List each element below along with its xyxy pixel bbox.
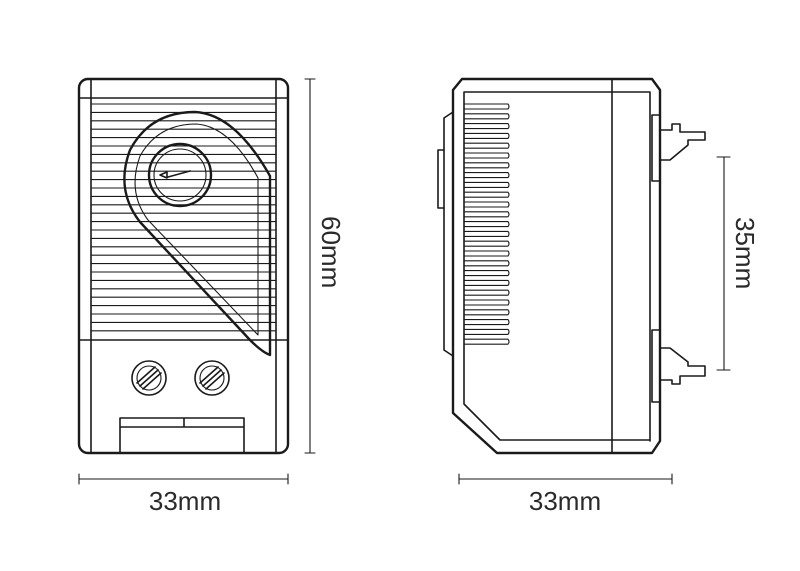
front-width-label: 33mm — [149, 486, 221, 516]
cooling-fin — [463, 240, 510, 247]
side-back-bump — [443, 111, 454, 357]
side-cooling-fins — [463, 103, 510, 345]
side-width-dimension: 33mm — [458, 473, 673, 516]
cooling-fin — [463, 142, 510, 149]
front-view — [77, 77, 290, 455]
cooling-fin — [463, 328, 510, 335]
dial-plate — [123, 110, 272, 357]
side-rail-dimension: 35mm — [716, 156, 760, 371]
front-height-label: 60mm — [316, 216, 346, 288]
cooling-fin — [463, 221, 510, 228]
cooling-fin — [463, 191, 510, 198]
cooling-fin — [463, 230, 510, 237]
din-clip-bottom — [651, 329, 706, 403]
cooling-fin — [463, 152, 510, 159]
side-back-tab — [437, 149, 445, 209]
knob-pointer — [167, 170, 191, 178]
front-inner-frame — [78, 78, 289, 454]
cooling-fin — [463, 123, 510, 130]
cooling-fin — [463, 103, 510, 110]
knob-arrow — [159, 171, 168, 179]
rotary-knob-inner — [153, 148, 207, 202]
cooling-fin — [463, 162, 510, 169]
side-inner-edges — [463, 78, 651, 454]
cooling-fin — [463, 113, 510, 120]
side-rail-label: 35mm — [730, 217, 760, 289]
cooling-fin — [463, 260, 510, 267]
cooling-fin — [463, 319, 510, 326]
side-view — [437, 77, 706, 455]
cooling-fin — [463, 201, 510, 208]
dial-plate-inner — [134, 123, 259, 336]
cooling-fin — [463, 309, 510, 316]
din-clip-top — [651, 114, 706, 182]
terminal-screw-right — [194, 360, 230, 396]
cooling-fin — [463, 289, 510, 296]
front-height-dimension: 60mm — [304, 78, 346, 454]
cooling-fin — [463, 172, 510, 179]
cooling-fin — [463, 181, 510, 188]
cooling-fin — [463, 132, 510, 139]
front-grille-ribs — [90, 103, 277, 332]
terminal-screw-left — [131, 360, 167, 396]
cooling-fin — [463, 338, 510, 345]
side-body-outline — [451, 77, 662, 455]
front-housing-outline — [77, 77, 290, 455]
rotary-knob — [147, 142, 213, 208]
front-width-dimension: 33mm — [78, 473, 289, 516]
side-width-label: 33mm — [529, 486, 601, 516]
cooling-fin — [463, 279, 510, 286]
front-base — [119, 417, 245, 454]
cooling-fin — [463, 270, 510, 277]
cooling-fin — [463, 250, 510, 257]
cooling-fin — [463, 299, 510, 306]
cooling-fin — [463, 211, 510, 218]
